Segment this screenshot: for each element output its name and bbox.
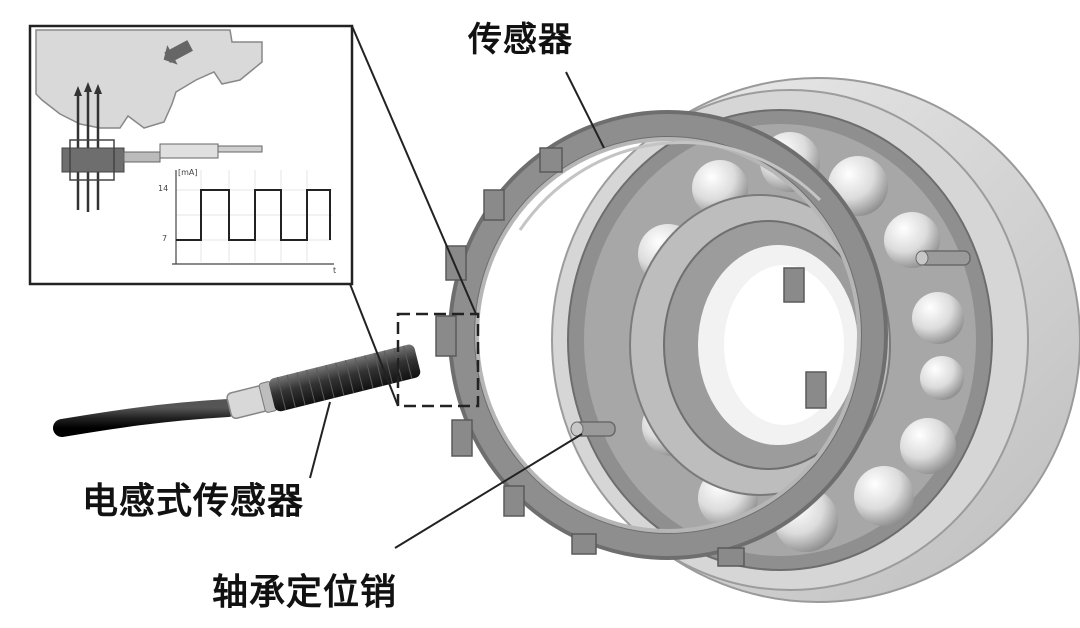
graph-x-axis: t (333, 266, 337, 275)
bearing-pin (570, 250, 971, 437)
inset-graph (172, 170, 334, 265)
graph-y-unit: [mA] (178, 168, 198, 177)
label-bearing-pin: 轴承定位销 (212, 572, 398, 613)
inductive-sensor (53, 344, 421, 437)
label-sensor: 传感器 (468, 20, 573, 60)
square-wave (176, 189, 331, 241)
detail-inset (28, 24, 354, 286)
leader-sensor (565, 71, 605, 149)
leader-pin (394, 433, 583, 549)
focus-box (396, 312, 480, 408)
inset-gear (35, 29, 263, 129)
rotation-arrow-icon (163, 40, 193, 65)
leader-inductive (309, 401, 331, 479)
graph-y-low: 7 (162, 234, 168, 243)
bearing (551, 77, 1080, 603)
graph-y-high: 14 (158, 184, 169, 193)
sensor-cable (53, 399, 237, 437)
label-inductive-sensor: 电感式传感器 (82, 481, 305, 522)
